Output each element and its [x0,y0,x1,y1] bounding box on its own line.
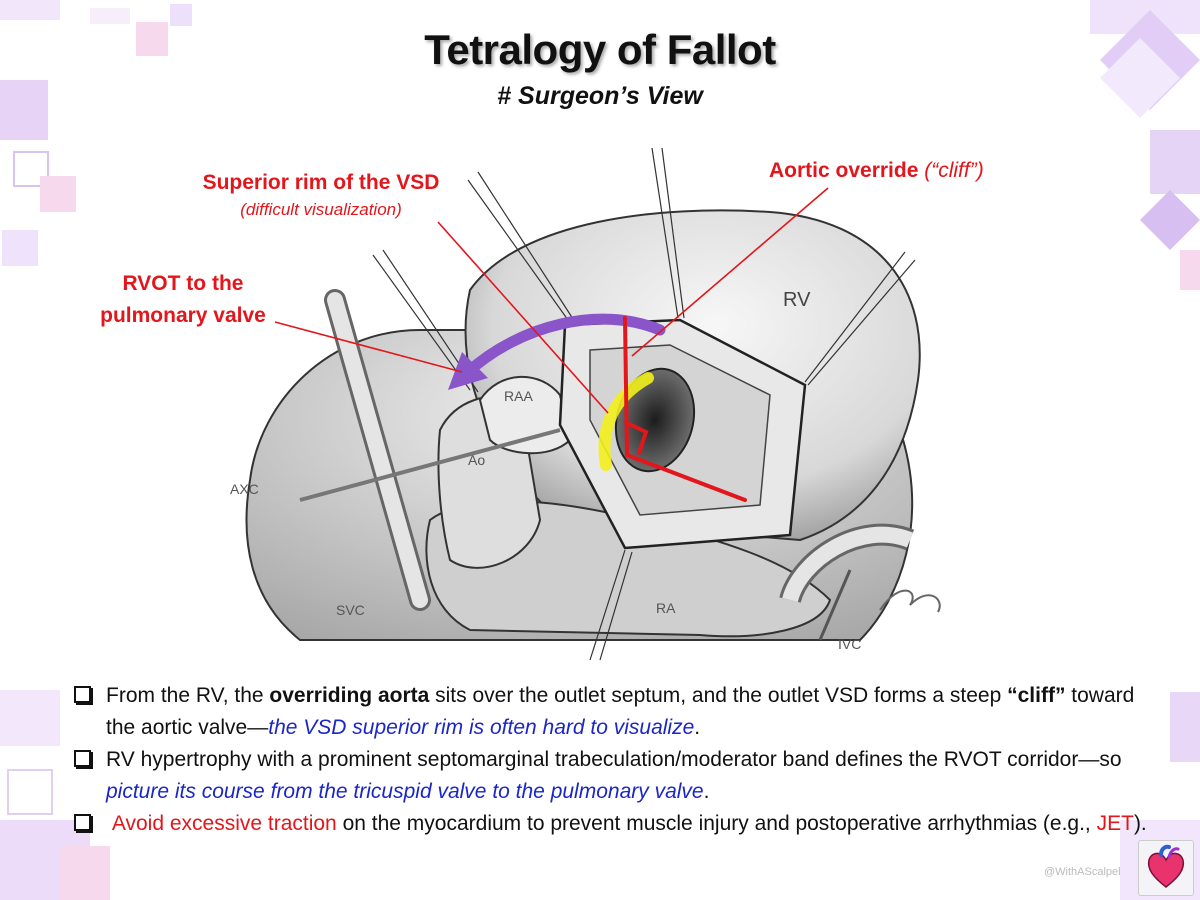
aortic-override-text: Aortic override [769,159,919,182]
bullet-text: sits over the outlet septum, and the out… [429,684,1008,707]
page-title: Tetralogy of Fallot [424,26,776,73]
bullet-item: From the RV, the overriding aorta sits o… [68,680,1148,744]
bullet-red: JET [1096,812,1134,835]
bullet-text: . [703,780,710,803]
bullet-text: From the RV, the [106,684,270,707]
bullet-text: on the myocardium to prevent muscle inju… [336,812,1097,835]
label-axc: AXC [230,481,259,497]
label-svc: SVC [336,602,365,618]
bullet-text: RV hypertrophy with a prominent septomar… [106,748,1122,771]
bullet-list: From the RV, the overriding aorta sits o… [68,680,1148,840]
bullet-red: Avoid excessive traction [111,812,337,835]
superior-rim-note: (difficult visualization) [240,200,402,219]
bullet-bold: “cliff” [1007,684,1066,707]
label-rvot: RVOT to the pulmonary valve [68,268,298,332]
bullet-emphasis: picture its course from the tricuspid va… [106,780,704,803]
bullet-text: . [694,716,701,739]
decorative-tiles-bottom-left [0,690,110,900]
bullet-emphasis: the VSD superior rim is often hard to vi… [268,716,695,739]
checkbox-bullet-icon [74,814,91,831]
bullet-text: ). [1133,812,1147,835]
aortic-override-note: (“cliff”) [924,159,984,182]
label-aortic-override: Aortic override (“cliff”) [769,155,984,187]
checkbox-bullet-icon [74,686,91,703]
decorative-tiles-left [0,0,76,266]
superior-rim-text: Superior rim of the VSD [202,171,440,194]
heart-icon [1147,844,1185,888]
decorative-tiles-top [90,4,192,56]
bullet-item: Avoid excessive traction on the myocardi… [68,808,1148,840]
bullet-bold: overriding aorta [269,684,430,707]
bullet-item: RV hypertrophy with a prominent septomar… [68,744,1148,808]
rvot-line-1: RVOT to the [122,272,244,295]
credit-text: @WithAScalpel [1044,866,1121,878]
label-superior-rim: Superior rim of the VSD (difficult visua… [181,167,461,221]
page-subtitle: # Surgeon’s View [497,82,703,110]
label-ao: Ao [468,452,486,468]
label-ra: RA [656,600,676,616]
rvot-line-2: pulmonary valve [100,304,266,327]
label-rv: RV [783,289,811,311]
label-raa: RAA [504,388,533,404]
checkbox-bullet-icon [74,750,91,767]
label-ivc: IVC [838,636,862,652]
heart-badge [1138,840,1194,896]
bullet-text: toward the aortic valve— [106,684,1135,739]
decorative-tiles-right [1090,0,1200,290]
